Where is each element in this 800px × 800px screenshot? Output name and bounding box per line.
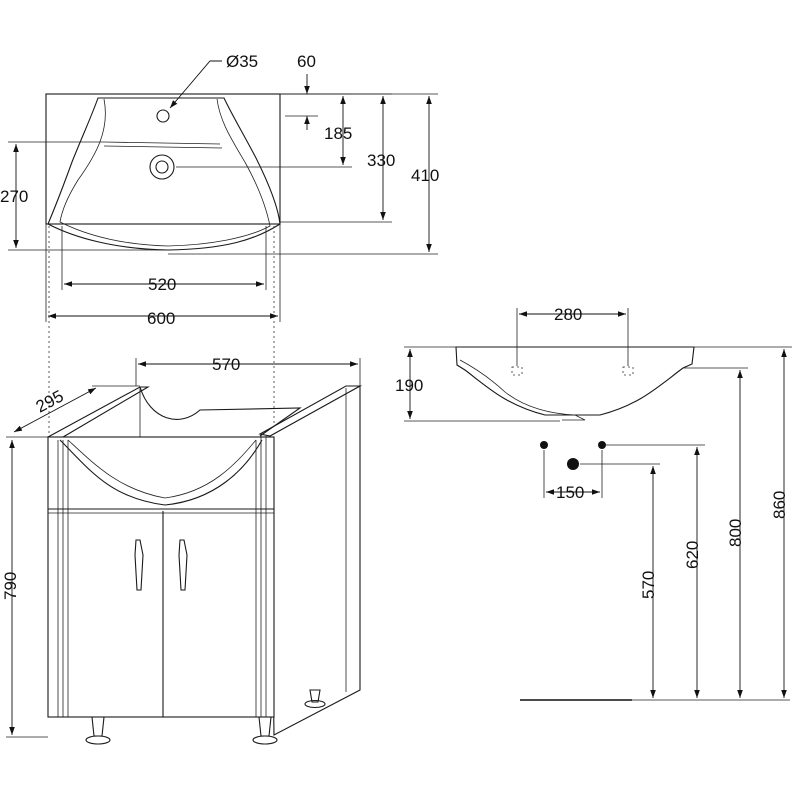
bowl-inner-outline: [59, 98, 271, 247]
cabinet-front-cutout-2: [67, 439, 257, 499]
left-leg: [91, 716, 105, 737]
cabinet-front-cutout: [59, 439, 263, 506]
label-bowl-side: 270: [0, 187, 28, 206]
label-cabinet-depth: 295: [33, 386, 67, 416]
left-foot: [85, 735, 111, 745]
basin-top-view: Ø35 60 185 330 410 270 520: [0, 52, 439, 328]
bowl-back-edge-2: [103, 145, 223, 149]
bowl-back-edge: [103, 141, 221, 145]
label-basin-height: 190: [395, 376, 423, 395]
label-pipe-spacing: 150: [556, 483, 584, 502]
label-tap-spacing: 280: [554, 305, 582, 324]
label-top-to-bowl: 330: [367, 151, 395, 170]
basin-top-outline: [45, 93, 281, 225]
label-outlet-height: 570: [639, 571, 658, 599]
supply-left-icon: [540, 441, 548, 449]
label-basin-width: 600: [147, 309, 175, 328]
installation-view: 280 190 150 570 620 800 860: [395, 305, 792, 701]
supply-right-icon: [598, 441, 606, 449]
label-cabinet-width: 570: [212, 355, 240, 374]
label-total-height: 860: [770, 491, 789, 519]
label-bowl-width: 520: [148, 275, 176, 294]
basin-overflow-left: [511, 366, 523, 376]
right-foot: [252, 735, 278, 745]
label-supply-height: 620: [683, 541, 702, 569]
right-leg: [258, 716, 272, 737]
diameter-leader: [169, 60, 222, 109]
bowl-outline: [47, 97, 281, 251]
cabinet-front: [47, 436, 275, 718]
left-handle-icon: [134, 539, 144, 591]
cabinet-view: 570 295 790: [1, 226, 363, 745]
basin-profile-inner: [459, 359, 586, 421]
label-cabinet-height: 790: [1, 572, 20, 600]
cabinet-top-left: [46, 386, 151, 441]
label-basin-depth: 410: [411, 166, 439, 185]
cabinet-right-side: [269, 385, 361, 736]
basin-profile: [455, 346, 695, 416]
label-hole-diameter: Ø35: [226, 52, 258, 71]
back-leg: [309, 689, 321, 703]
cabinet-back-cutout: [139, 386, 302, 437]
basin-overflow-right: [622, 366, 634, 376]
back-foot: [304, 699, 326, 709]
drain-inner-icon: [155, 160, 169, 174]
drain-outer-icon: [149, 154, 175, 180]
label-hole-offset: 60: [297, 52, 316, 71]
dim-295: [13, 387, 97, 433]
label-top-to-hole: 185: [324, 124, 352, 143]
tap-hole: [156, 109, 170, 123]
outlet-icon: [567, 458, 579, 470]
label-cabinet-top-height: 800: [726, 519, 745, 547]
right-handle-icon: [178, 539, 188, 591]
